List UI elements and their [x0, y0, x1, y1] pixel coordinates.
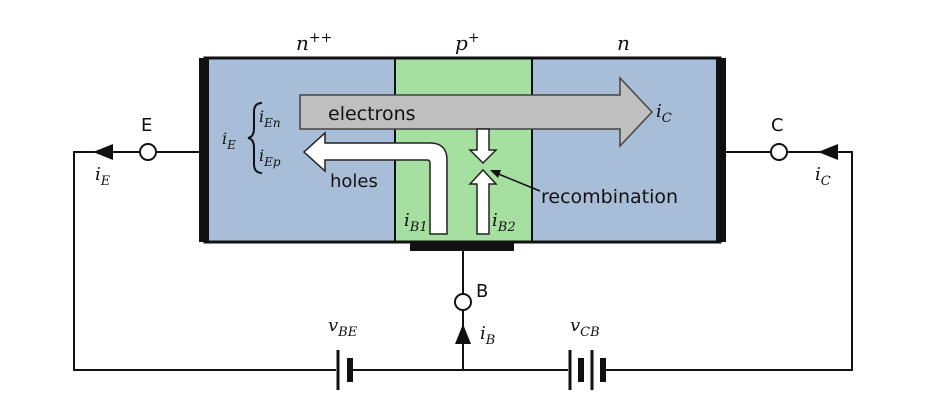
recombination-pointer-head — [490, 170, 501, 178]
electrons-label: electrons — [328, 103, 416, 125]
collector-doping-label: n — [617, 31, 630, 55]
recombination-up-arrow — [468, 168, 498, 235]
collector-terminal-label: C — [771, 115, 784, 136]
vbe-battery — [336, 350, 353, 390]
recombination-label: recombination — [541, 186, 678, 208]
holes-label: holes — [330, 171, 378, 192]
collector-contact — [716, 58, 726, 242]
emitter-current-brace — [247, 102, 263, 174]
recombination-down-arrow — [468, 128, 498, 165]
emitter-terminal[interactable] — [139, 143, 157, 161]
iep-label: iEp — [259, 146, 281, 169]
collector-terminal[interactable] — [770, 143, 788, 161]
base-terminal-label: B — [476, 281, 488, 302]
emitter-doping-label: n++ — [296, 30, 332, 55]
ib-arrowhead — [455, 324, 471, 344]
ic-inner-label: iC — [656, 101, 672, 126]
ib-external-label: iB — [480, 323, 495, 348]
holes-arrow — [302, 131, 448, 235]
ib2-label: iB2 — [492, 210, 516, 235]
ic-external-label: iC — [815, 164, 831, 189]
ie-inner-label: iE — [222, 129, 236, 152]
base-contact — [410, 242, 514, 251]
electrons-arrow — [299, 76, 654, 148]
ie-arrowhead — [93, 144, 113, 160]
base-terminal[interactable] — [454, 293, 472, 311]
vbe-label: vBE — [328, 315, 358, 340]
vcb-label: vCB — [570, 315, 600, 340]
recombination-pointer — [495, 172, 541, 192]
ie-external-label: iE — [95, 164, 111, 189]
ic-arrowhead — [818, 144, 838, 160]
emitter-contact — [199, 58, 209, 242]
emitter-terminal-label: E — [141, 115, 152, 136]
ib1-label: iB1 — [404, 210, 428, 235]
base-wire — [352, 251, 568, 371]
base-doping-label: p+ — [455, 30, 480, 55]
vcb-battery — [568, 350, 606, 390]
ien-label: iEn — [259, 107, 281, 130]
